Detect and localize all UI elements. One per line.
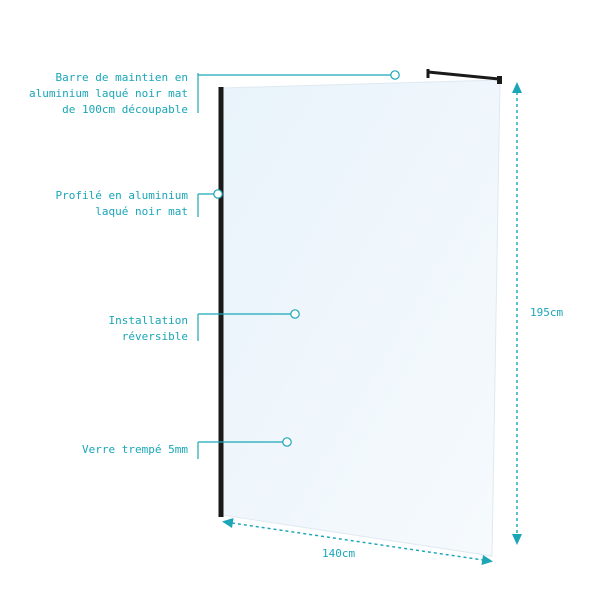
callout-text: aluminium laqué noir mat <box>29 87 188 100</box>
callout-label-support-bar: Barre de maintien en aluminium laqué noi… <box>29 70 188 118</box>
height-dimension-label: 195cm <box>530 306 564 319</box>
width-dimension-label: 140cm <box>322 547 356 560</box>
callout-marker-4 <box>282 437 292 447</box>
support-bar <box>426 69 502 84</box>
callout-leader-1 <box>197 73 391 113</box>
callout-leader-3 <box>197 313 291 341</box>
callout-marker-2 <box>213 189 223 199</box>
callout-leader-4 <box>197 441 283 459</box>
callout-marker-1 <box>390 70 400 80</box>
callout-label-glass: Verre trempé 5mm <box>82 442 188 458</box>
callout-label-profile: Profilé en aluminium laqué noir mat <box>56 188 188 220</box>
width-dimension-arrow <box>222 518 493 565</box>
callout-text: Installation <box>108 314 188 327</box>
glass-panel <box>221 79 501 557</box>
callout-label-reversible: Installation réversible <box>109 313 188 345</box>
callout-marker-3 <box>290 309 300 319</box>
height-dimension-arrow <box>512 82 522 545</box>
callout-text: réversible <box>121 330 188 343</box>
callout-leader-2 <box>197 193 214 217</box>
callout-text: Barre de maintien en <box>55 71 188 84</box>
callout-text: Verre trempé 5mm <box>82 443 188 456</box>
callout-text: Profilé en aluminium <box>55 189 188 202</box>
callout-text: de 100cm découpable <box>62 103 188 116</box>
callout-text: laqué noir mat <box>95 205 188 218</box>
aluminium-profile <box>218 87 224 517</box>
